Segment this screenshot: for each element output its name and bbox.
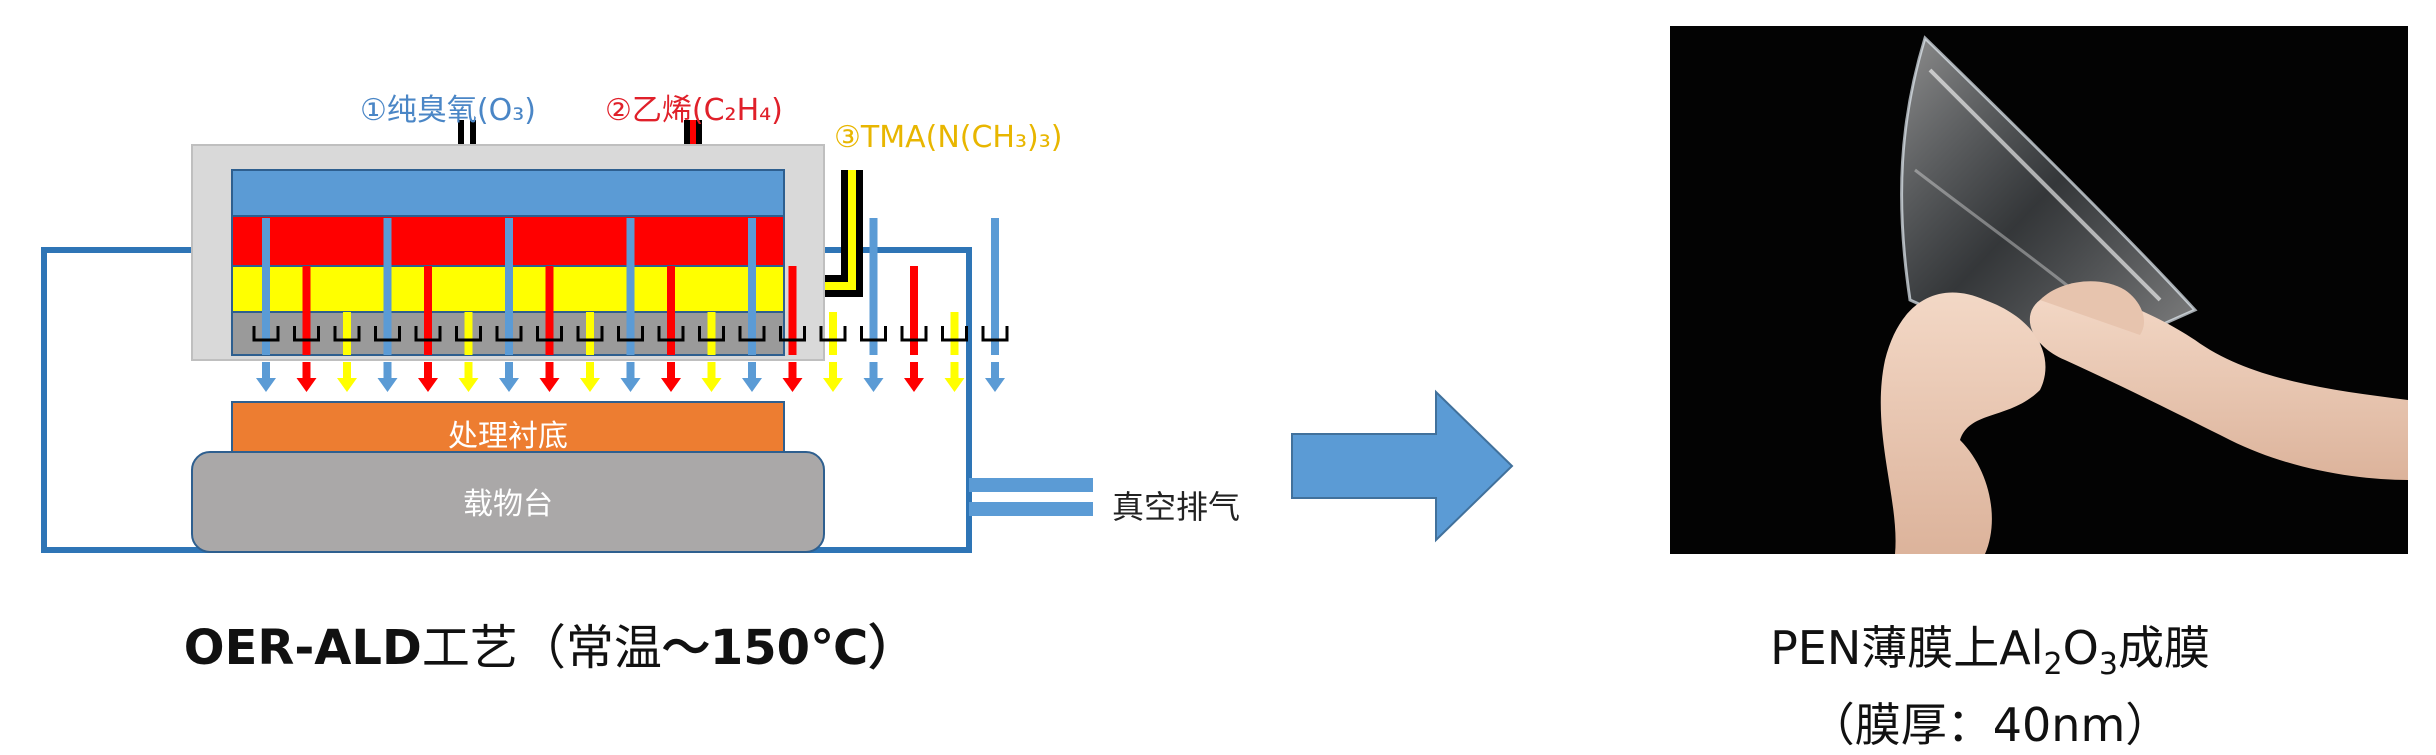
nozzle-bracket: [414, 326, 442, 342]
nozzle-bracket: [617, 326, 644, 342]
ald-process-caption: OER-ALD工艺（常温～150℃）: [150, 608, 950, 678]
ozone-channel: [383, 218, 392, 355]
nozzle-bracket: [333, 326, 361, 342]
ethylene-outlet-arrow: [539, 362, 560, 392]
gas-outlet-arrows: [256, 362, 1005, 392]
tma-channel: [707, 312, 716, 355]
gas-channels: [252, 218, 1009, 355]
tma-outlet-arrow: [580, 362, 600, 392]
caption-process-desc: 工艺（常温: [421, 620, 662, 676]
ethylene-outlet-arrow: [296, 362, 317, 392]
caption-film-c: 成膜: [2117, 621, 2210, 675]
nozzle-bracket: [779, 326, 806, 342]
caption-sub-3: 3: [2098, 647, 2118, 683]
tma-channel: [829, 312, 837, 355]
nozzle-bracket: [860, 326, 887, 342]
film-caption-line1: PEN薄膜上Al2O3成膜: [1630, 618, 2350, 695]
ozone-channel: [991, 218, 999, 355]
ozone-outlet-arrow: [499, 362, 519, 392]
tma-channel: [586, 312, 594, 355]
ozone-outlet-arrow: [985, 362, 1005, 392]
result-arrow: [1291, 389, 1514, 543]
ozone-channel: [626, 218, 635, 355]
left-hand: [1880, 292, 2046, 554]
ethylene-outlet-arrow: [418, 362, 438, 392]
nozzle-bracket: [252, 326, 280, 342]
caption-film-a: PEN薄膜上Al: [1770, 621, 2044, 675]
tma-outlet-arrow: [337, 362, 357, 392]
ozone-outlet-arrow: [742, 362, 762, 392]
ozone-outlet-arrow: [620, 362, 641, 392]
tma-label: ③TMA(N(CH₃)₃): [834, 120, 1062, 155]
ethylene-outlet-arrow: [904, 362, 924, 392]
caption-process-name: OER-ALD: [183, 620, 422, 676]
ethylene-channel: [667, 266, 675, 355]
exhaust-label: 真空排气: [1112, 488, 1240, 526]
ethylene-channel: [910, 266, 918, 355]
tma-channel: [464, 312, 473, 355]
caption-sub-2: 2: [2043, 647, 2063, 683]
stage: [191, 451, 825, 553]
tma-channel: [950, 312, 959, 355]
ozone-outlet-arrow: [377, 362, 398, 392]
right-hand: [2029, 293, 2408, 480]
ozone-outlet-arrow: [863, 362, 884, 392]
ethylene-outlet-arrow: [661, 362, 681, 392]
ozone-channel: [748, 218, 756, 355]
substrate-label: 处理衬底: [448, 419, 568, 454]
nozzle-bracket: [293, 326, 320, 342]
ethylene-label: ②乙烯(C₂H₄): [605, 93, 783, 128]
tma-outlet-arrow: [823, 362, 843, 392]
nozzle-bracket: [536, 326, 563, 342]
ozone-layer: [231, 169, 785, 217]
film-caption: PEN薄膜上Al2O3成膜 （膜厚：40nm）: [1630, 618, 2350, 755]
caption-temperature: ～150℃）: [661, 620, 917, 676]
tma-outlet-arrow: [458, 362, 479, 392]
tma-channel: [343, 312, 351, 355]
ozone-channel: [505, 218, 513, 355]
nozzle-bracket: [819, 326, 847, 342]
nozzle-bracket: [657, 326, 685, 342]
ozone-channel: [262, 218, 270, 355]
nozzle-bracket: [576, 326, 604, 342]
nozzle-bracket: [374, 326, 401, 342]
ethylene-channel: [545, 266, 554, 355]
ethylene-channel: [424, 266, 432, 355]
nozzle-bracket: [981, 326, 1009, 342]
ozone-outlet-arrow: [256, 362, 276, 392]
ozone-label: ①纯臭氧(O₃): [360, 93, 536, 128]
substrate: [231, 401, 785, 453]
caption-film-o: O: [2062, 621, 2099, 675]
film-caption-line2: （膜厚：40nm）: [1808, 698, 2172, 753]
nozzle-bracket: [455, 326, 482, 342]
nozzle-bracket: [495, 326, 523, 342]
nozzle-bracket: [698, 326, 725, 342]
tma-outlet-arrow: [701, 362, 722, 392]
ethylene-channel: [302, 266, 311, 355]
ozone-channel: [869, 218, 878, 355]
ethylene-channel: [788, 266, 797, 355]
exhaust-pipe: [969, 478, 1093, 516]
nozzle-bracket: [738, 326, 766, 342]
tma-outlet-arrow: [944, 362, 965, 392]
pen-film-photo: [1670, 26, 2408, 554]
nozzle-bracket: [941, 326, 968, 342]
stage-label: 载物台: [463, 487, 553, 522]
nozzle-bracket: [900, 326, 928, 342]
ethylene-outlet-arrow: [782, 362, 803, 392]
